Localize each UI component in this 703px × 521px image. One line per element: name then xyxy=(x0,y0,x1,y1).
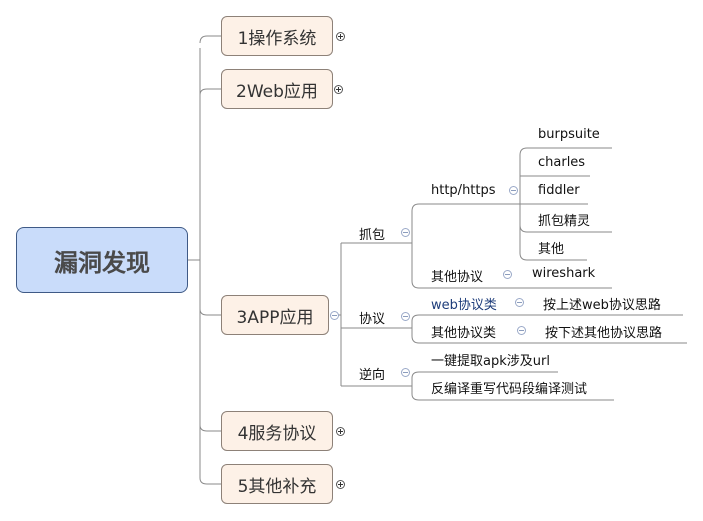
expand-plus-icon[interactable] xyxy=(336,32,345,41)
qita-underline xyxy=(519,204,587,261)
leaf-apk-url[interactable]: 一键提取apk涉及url xyxy=(431,354,550,369)
branch-1-connector xyxy=(199,35,221,44)
root-node[interactable]: 漏洞发现 xyxy=(16,227,188,293)
collapse-minus-icon[interactable] xyxy=(401,228,410,237)
branch-web-label: 2Web应用 xyxy=(236,81,318,102)
collapse-minus-icon[interactable] xyxy=(401,312,410,321)
topic-web-proto[interactable]: web协议类 xyxy=(431,298,497,313)
leaf-web-proto-approach[interactable]: 按上述web协议思路 xyxy=(543,298,661,313)
branch-service[interactable]: 4服务协议 xyxy=(221,411,333,451)
leaf-decompile[interactable]: 反编译重写代码段编译测试 xyxy=(431,382,588,397)
expand-plus-icon[interactable] xyxy=(334,85,343,94)
branch-4-connector xyxy=(199,424,221,432)
other-proto-class-underline xyxy=(411,328,687,344)
apk-url-underline xyxy=(411,371,558,386)
branch-web[interactable]: 2Web应用 xyxy=(221,69,333,109)
leaf-zhuabaojingling[interactable]: 抓包精灵 xyxy=(538,214,591,229)
collapse-minus-icon[interactable] xyxy=(509,186,518,195)
web-proto-underline xyxy=(411,314,683,328)
leaf-other-proto-approach[interactable]: 按下述其他协议思路 xyxy=(545,326,663,341)
collapse-minus-icon[interactable] xyxy=(503,270,512,279)
other-proto-underline xyxy=(411,243,612,289)
collapse-minus-icon[interactable] xyxy=(515,298,524,307)
branch-3-connector xyxy=(199,308,221,316)
branch-5-connector xyxy=(199,477,221,485)
branch-os-label: 1操作系统 xyxy=(237,28,317,49)
branch-other[interactable]: 5其他补充 xyxy=(221,464,333,504)
branch-app[interactable]: 3APP应用 xyxy=(221,295,329,335)
leaf-fiddler[interactable]: fiddler xyxy=(538,183,580,198)
collapse-minus-icon[interactable] xyxy=(401,368,410,377)
collapse-minus-icon[interactable] xyxy=(330,311,339,320)
collapse-minus-icon[interactable] xyxy=(517,326,526,335)
topic-zhuabao[interactable]: 抓包 xyxy=(359,228,386,243)
topic-xieyi[interactable]: 协议 xyxy=(359,312,386,327)
leaf-wireshark[interactable]: wireshark xyxy=(532,266,596,281)
branch-os[interactable]: 1操作系统 xyxy=(221,16,333,56)
branch-other-label: 5其他补充 xyxy=(237,476,317,497)
topic-other-proto-class[interactable]: 其他协议类 xyxy=(431,326,497,341)
expand-plus-icon[interactable] xyxy=(336,427,345,436)
burpsuite-underline xyxy=(519,147,612,204)
http-underline xyxy=(411,203,520,243)
branch-2-connector xyxy=(199,88,221,96)
leaf-burpsuite[interactable]: burpsuite xyxy=(538,127,600,142)
decompile-underline xyxy=(411,386,614,401)
branch-app-label: 3APP应用 xyxy=(236,307,314,328)
root-label: 漏洞发现 xyxy=(54,247,150,277)
leaf-charles[interactable]: charles xyxy=(538,155,586,170)
topic-nixiang[interactable]: 逆向 xyxy=(359,368,386,383)
topic-http-https[interactable]: http/https xyxy=(431,183,496,198)
expand-plus-icon[interactable] xyxy=(336,480,345,489)
leaf-qita[interactable]: 其他 xyxy=(538,242,565,257)
topic-other-proto[interactable]: 其他协议 xyxy=(431,270,484,285)
branch-service-label: 4服务协议 xyxy=(237,423,317,444)
